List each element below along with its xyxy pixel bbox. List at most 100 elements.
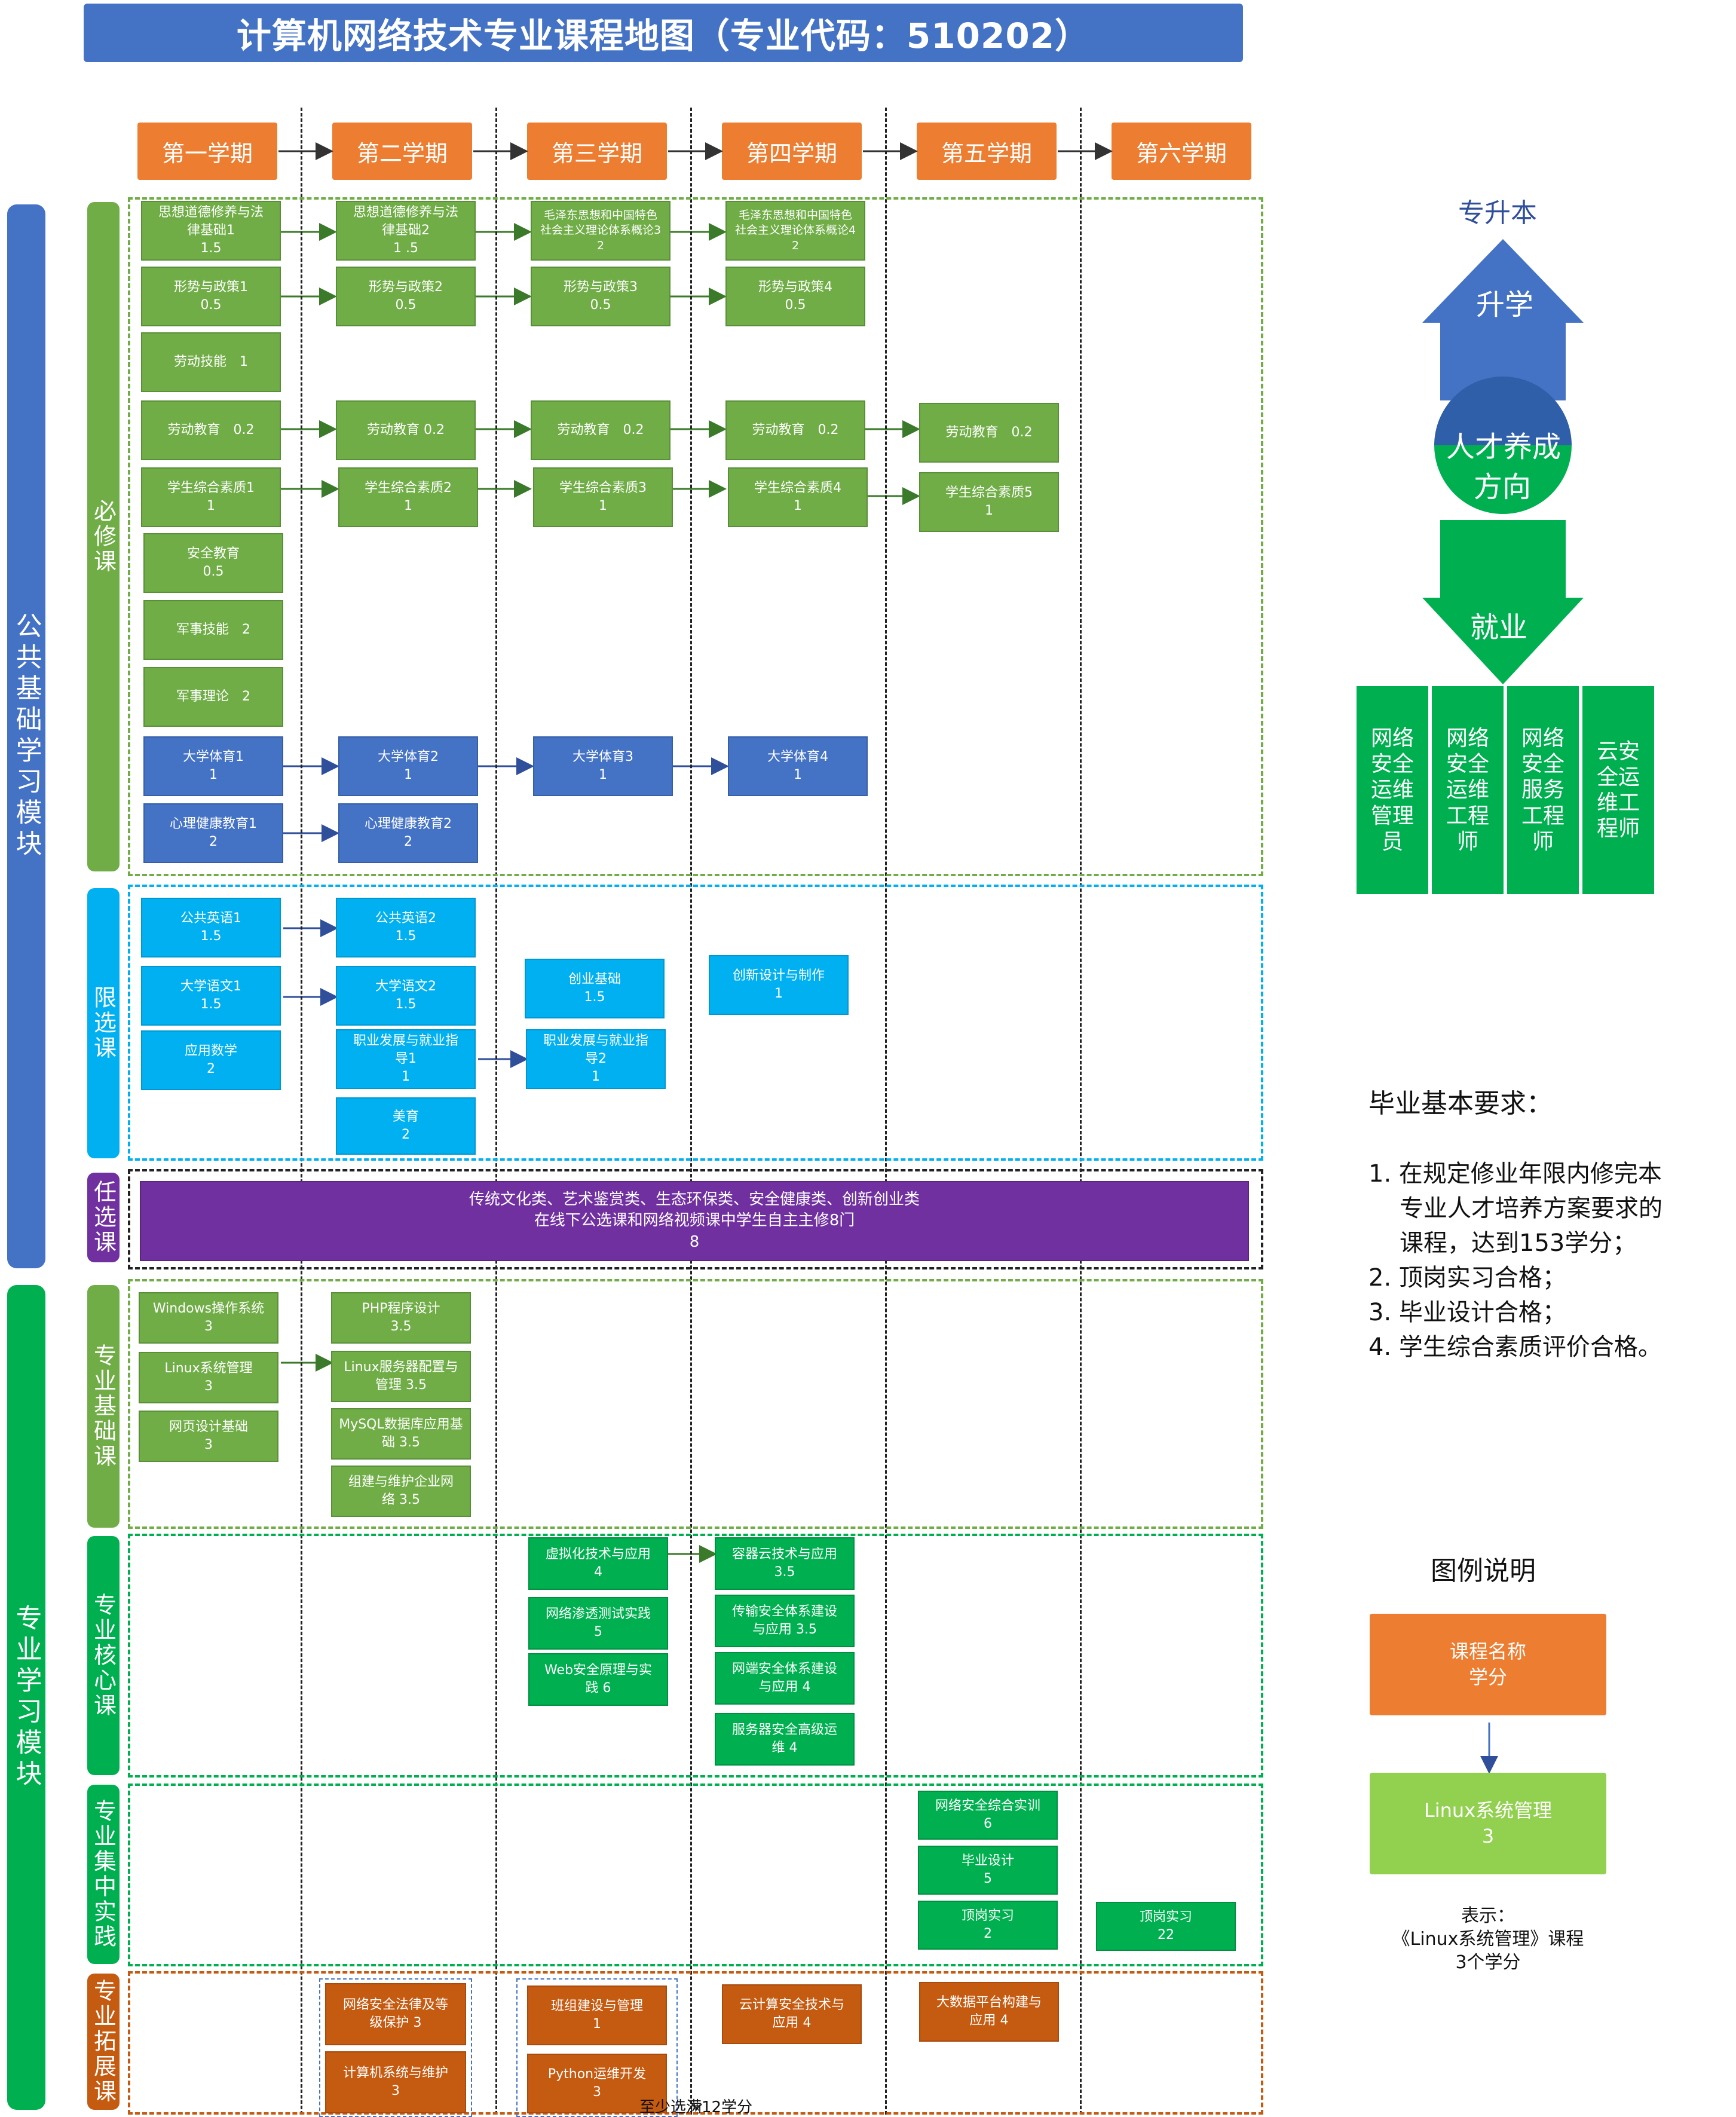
category-major-extend: 专业拓展课 bbox=[87, 1974, 120, 2110]
course-card: MySQL数据库应用基础 3.5 bbox=[331, 1408, 471, 1460]
category-optional: 任选课 bbox=[87, 1173, 120, 1262]
page-title: 计算机网络技术专业课程地图（专业代码：510202） bbox=[84, 4, 1243, 62]
semester-1: 第一学期 bbox=[137, 123, 277, 180]
requirements-list: 1. 在规定修业年限内修完本 专业人才培养方案要求的 课程，达到153学分； 2… bbox=[1368, 1160, 1662, 1361]
semester-divider bbox=[1080, 108, 1082, 2115]
course-card: 网络安全法律及等级保护 3 bbox=[325, 1983, 466, 2045]
center-bottom-label: 方向 bbox=[1474, 470, 1532, 504]
course-card: 传输安全体系建设与应用 3.5 bbox=[715, 1595, 855, 1647]
course-card-optional: 传统文化类、艺术鉴赏类、生态环保类、安全健康类、创新创业类在线下公选课和网络视频… bbox=[140, 1181, 1249, 1261]
semester-divider bbox=[690, 108, 692, 2115]
course-card: Web安全原理与实践 6 bbox=[528, 1653, 668, 1706]
course-card: 服务器安全高级运维 4 bbox=[715, 1713, 855, 1766]
semester-5: 第五学期 bbox=[917, 123, 1057, 180]
legend-box-template: 课程名称学分 bbox=[1370, 1614, 1606, 1715]
requirements-title: 毕业基本要求： bbox=[1368, 1088, 1553, 1119]
up-label: 升学 bbox=[1476, 288, 1534, 322]
category-major-practice: 专业集中实践 bbox=[87, 1785, 120, 1964]
section-major-practice bbox=[128, 1783, 1263, 1966]
section-required bbox=[128, 197, 1263, 876]
course-card: 劳动教育 0.2 bbox=[725, 400, 865, 460]
section-major-core bbox=[128, 1534, 1263, 1778]
direction-diagram bbox=[1422, 239, 1584, 684]
category-major-basic: 专业基础课 bbox=[87, 1285, 120, 1528]
section-major-extend bbox=[128, 1971, 1263, 2115]
career-2: 网络安全运维工程师 bbox=[1432, 686, 1504, 894]
course-card: Linux服务器配置与管理 3.5 bbox=[331, 1351, 471, 1402]
course-card: 劳动教育 0.2 bbox=[919, 403, 1059, 463]
semester-divider bbox=[495, 108, 497, 2115]
category-major-core: 专业核心课 bbox=[87, 1536, 120, 1775]
semester-4: 第四学期 bbox=[722, 123, 862, 180]
semester-3: 第三学期 bbox=[527, 123, 667, 180]
course-card: 大数据平台构建与应用 4 bbox=[919, 1982, 1059, 2042]
legend-title: 图例说明 bbox=[1431, 1556, 1536, 1586]
course-card: 组建与维护企业网络 3.5 bbox=[331, 1466, 471, 1517]
module-public: 公共基础学习模块 bbox=[7, 204, 45, 1268]
module-major: 专业学习模块 bbox=[7, 1285, 45, 2110]
section-optional bbox=[128, 1169, 1263, 1269]
down-label: 就业 bbox=[1470, 611, 1528, 644]
career-3: 网络安全服务工程师 bbox=[1507, 686, 1579, 894]
upgrade-label: 专升本 bbox=[1458, 198, 1537, 228]
center-top-label: 人才养成 bbox=[1446, 430, 1562, 464]
course-card: 军事理论 2 bbox=[143, 667, 283, 727]
course-card: 劳动教育 0.2 bbox=[531, 400, 670, 460]
career-4: 云安全运维工程师 bbox=[1582, 686, 1654, 894]
semester-2: 第二学期 bbox=[332, 123, 472, 180]
semester-divider bbox=[301, 108, 302, 2115]
career-1: 网络安全运维管理员 bbox=[1357, 686, 1428, 894]
course-card: 网端安全体系建设与应用 4 bbox=[715, 1652, 855, 1705]
course-card: 云计算安全技术与应用 4 bbox=[722, 1984, 862, 2044]
elective-note: 至少选满12学分 bbox=[639, 2098, 753, 2116]
category-limited: 限选课 bbox=[87, 888, 120, 1158]
course-card: 军事技能 2 bbox=[143, 600, 283, 660]
category-required: 必修课 bbox=[87, 202, 120, 871]
semester-divider bbox=[885, 108, 887, 2115]
course-card: 劳动技能 1 bbox=[141, 332, 281, 392]
